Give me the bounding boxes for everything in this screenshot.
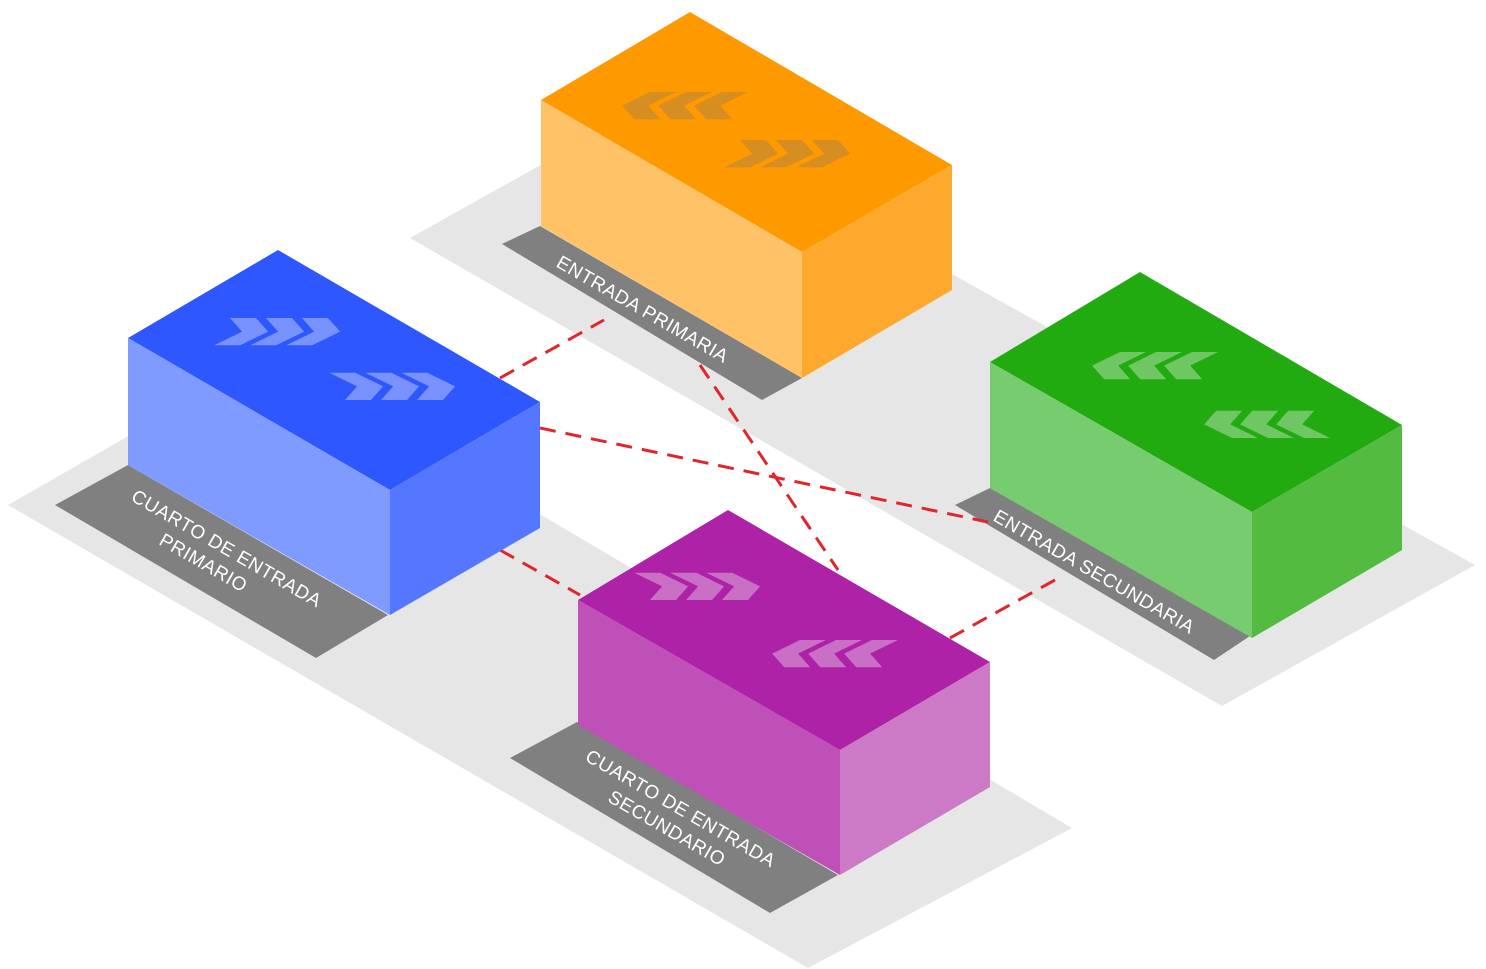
box-entrada-secundaria-top bbox=[990, 272, 1402, 512]
box-cuarto-primario-right bbox=[390, 402, 540, 615]
box-entrada-secundaria-right bbox=[1252, 425, 1402, 638]
label-plates bbox=[55, 226, 1250, 913]
box-cuarto-primario-left bbox=[128, 338, 390, 615]
box-cuarto-primario bbox=[128, 250, 540, 615]
box-entrada-primaria bbox=[541, 12, 952, 378]
label-plate-cuarto-secundario bbox=[510, 722, 838, 913]
box-entrada-primaria-right bbox=[802, 165, 952, 378]
box-entrada-secundaria bbox=[990, 272, 1402, 638]
connection-lines bbox=[499, 318, 1056, 640]
box-entrada-primaria-left bbox=[541, 100, 802, 378]
label-plate-cuarto-primario bbox=[55, 465, 388, 658]
box-cuarto-secundario bbox=[578, 510, 990, 875]
label-plate-entrada-primaria bbox=[502, 226, 802, 400]
connection-cuarto-primario-cuarto-secundario bbox=[499, 548, 581, 597]
box-cuarto-secundario-right bbox=[840, 662, 990, 875]
box-cuarto-primario-top bbox=[128, 250, 540, 490]
box-cuarto-secundario-top bbox=[578, 510, 990, 750]
connection-entrada-primaria-cuarto-secundario bbox=[698, 364, 840, 571]
connection-entrada-secundaria-cuarto-secundario bbox=[949, 578, 1056, 640]
box-entrada-secundaria-left bbox=[990, 362, 1252, 638]
connection-cuarto-primario-entrada-primaria bbox=[499, 318, 605, 380]
box-cuarto-secundario-left bbox=[578, 600, 840, 875]
label-plate-entrada-secundaria bbox=[955, 488, 1250, 660]
box-entrada-primaria-top bbox=[541, 12, 952, 252]
